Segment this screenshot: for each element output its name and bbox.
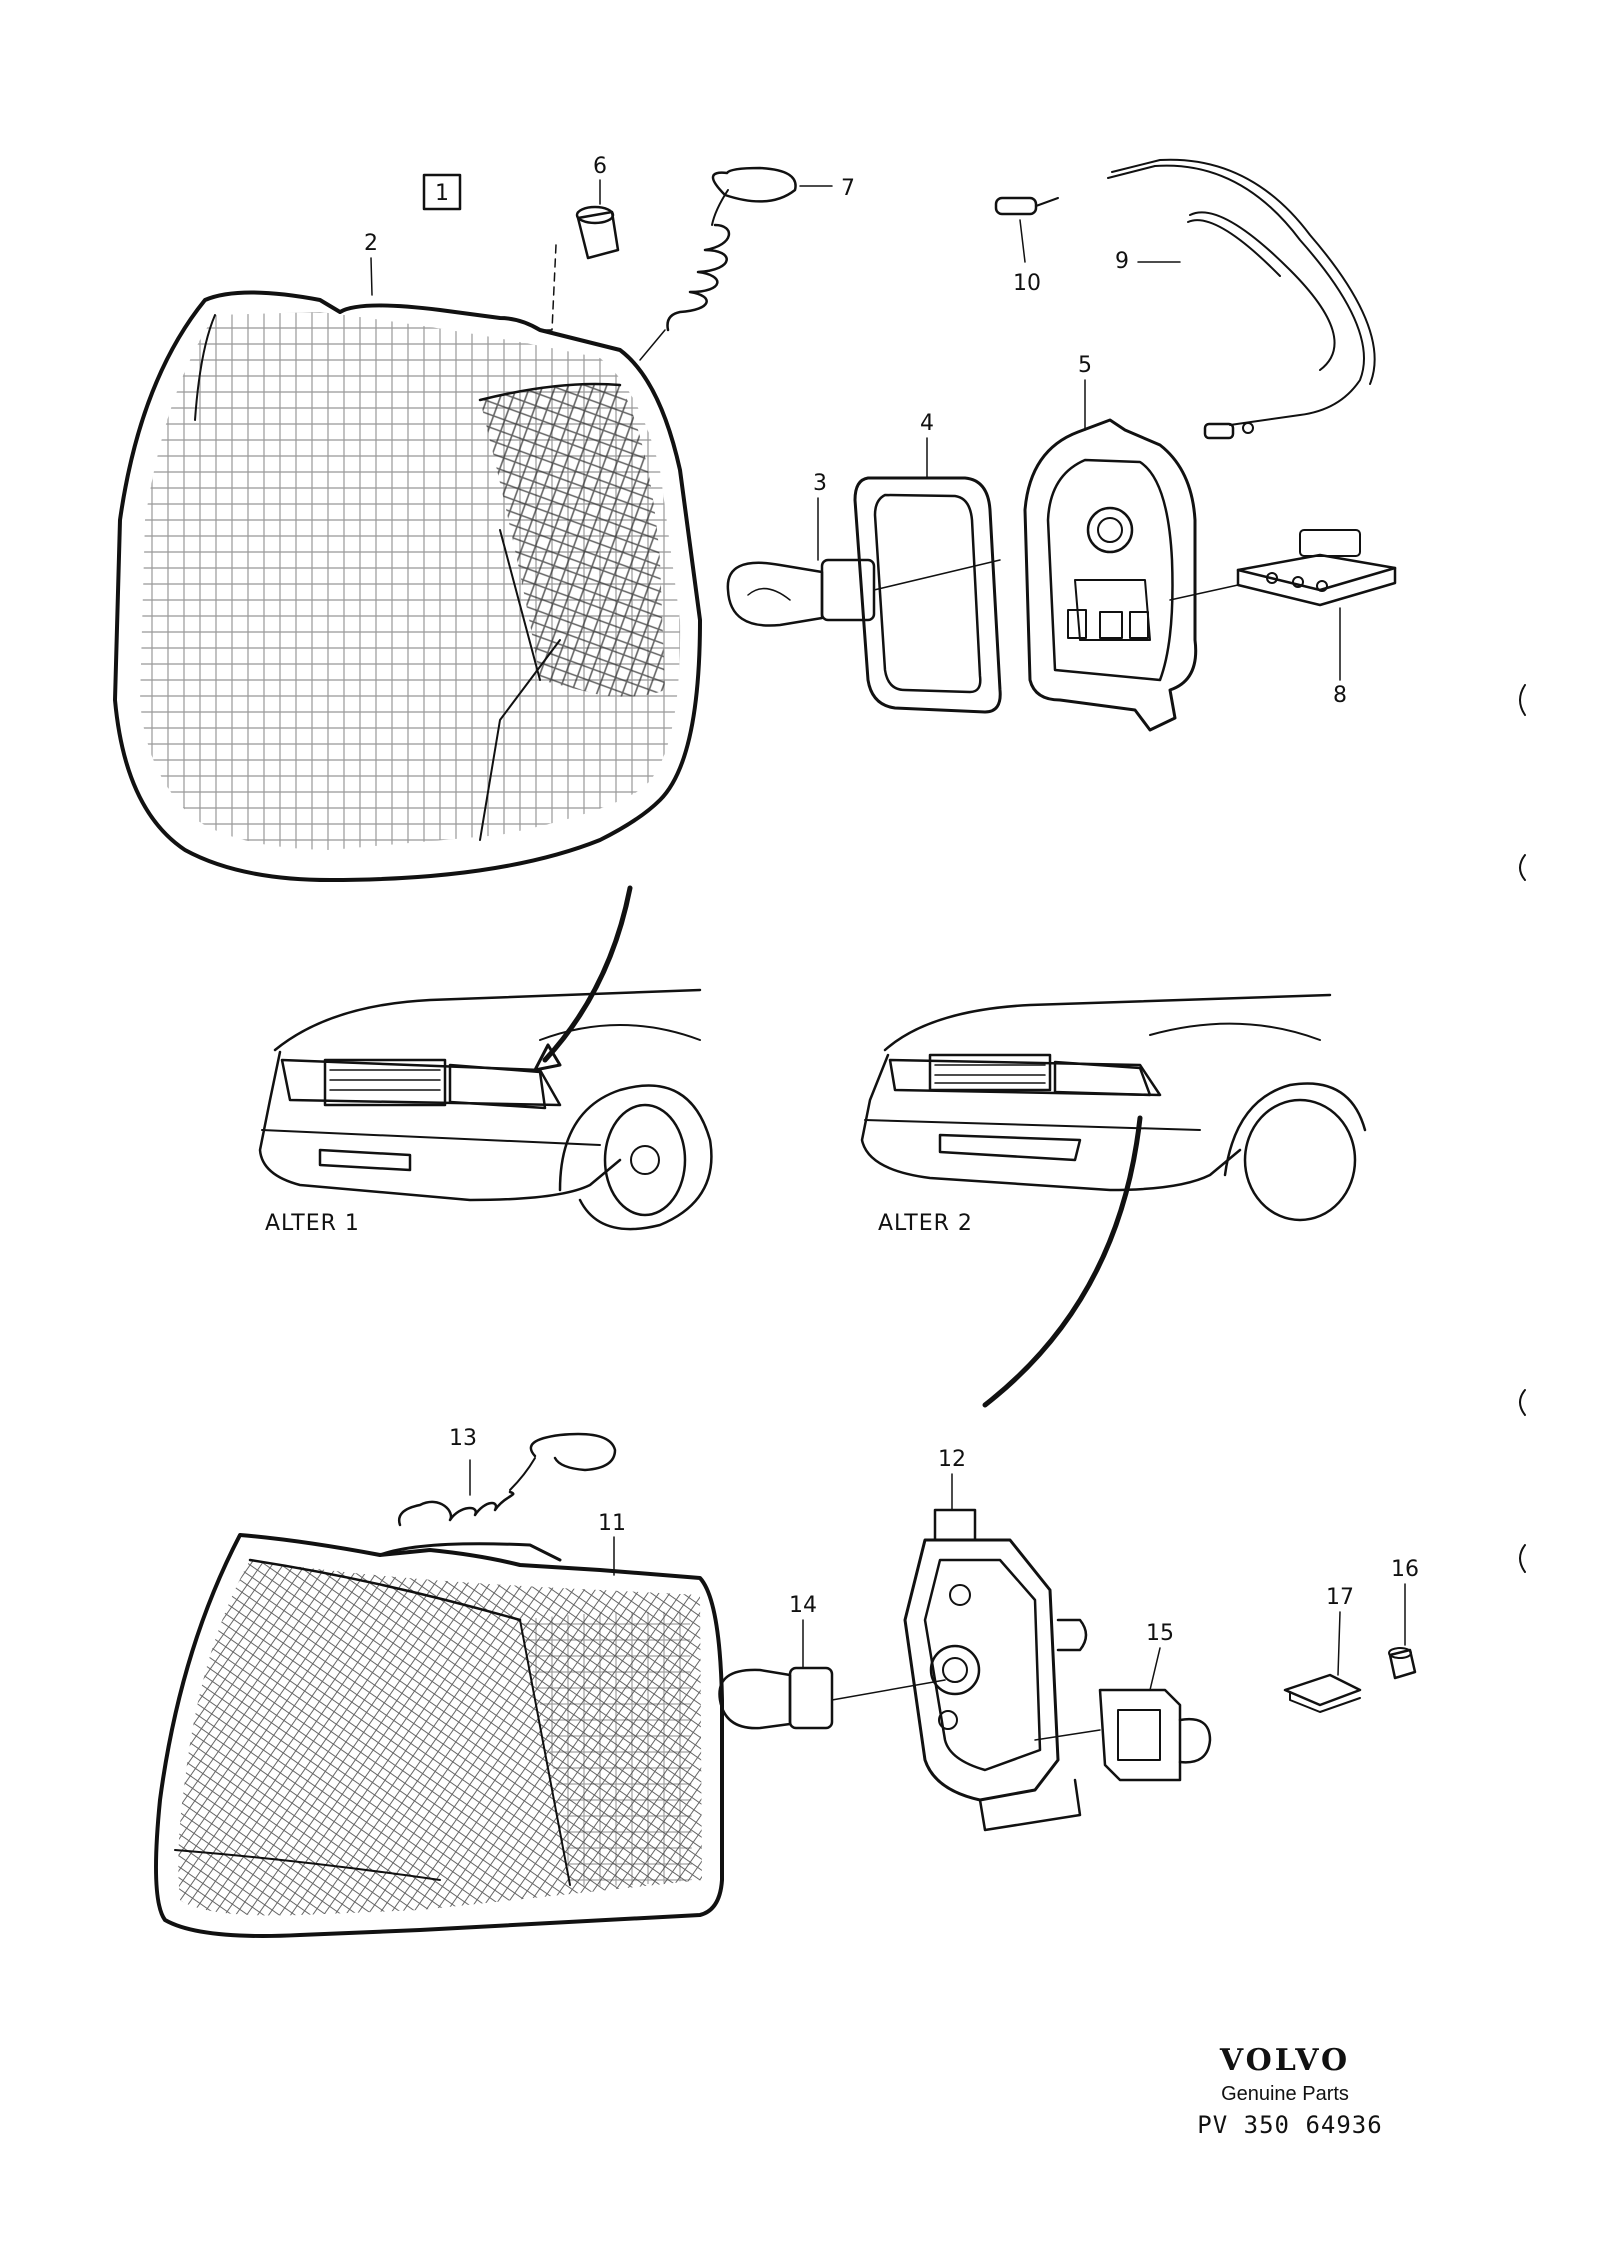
arrow-head-1 [533,1043,562,1072]
part-15-connector [1098,1688,1212,1782]
callout-14: 14 [789,1593,817,1618]
leader-17 [1337,1611,1341,1676]
callout-7: 7 [841,176,855,201]
arrow-car2-to-lamp [982,1115,1143,1408]
brand-tagline: Genuine Parts [1221,2083,1349,2105]
part-5-holder [1023,418,1239,732]
drawing-code: PV 350 64936 [1197,2111,1382,2139]
leader-15 [1149,1647,1161,1691]
part-12-holder [903,1508,1101,1832]
margin-mark [1519,1389,1526,1416]
callout-16: 16 [1391,1557,1419,1582]
margin-mark [1519,684,1526,716]
callout-15: 15 [1146,1621,1174,1646]
callout-8: 8 [1333,683,1347,708]
corner-lamp-alter1 [113,290,702,882]
part-16-sleeve [1388,1647,1417,1680]
arrow-lamp-to-car1 [542,885,633,1063]
callout-9: 9 [1115,249,1129,274]
volvo-logo: VOLVO [1219,2043,1350,2078]
part-9-wire [1107,158,1376,440]
margin-mark [1519,1544,1526,1573]
callout-5: 5 [1078,353,1092,378]
part-3-bulb [726,558,1001,627]
callout-12: 12 [938,1447,966,1472]
part-17-terminal [1283,1673,1362,1713]
part-13-spring [397,1432,617,1527]
callout-2: 2 [364,231,378,256]
corner-lamp-alter2 [154,1533,724,1938]
margin-mark [1519,854,1526,881]
volvo-branding: VOLVO Genuine Parts PV 350 64936 [1197,2043,1382,2139]
part-7-spring [639,166,797,361]
callout-17: 17 [1326,1585,1354,1610]
part-4-gasket [853,476,1002,714]
car-alter2 [860,993,1367,1222]
callout-13: 13 [449,1426,477,1451]
leader-2 [370,257,373,296]
callout-6: 6 [593,154,607,179]
car-alter1 [258,988,713,1231]
group-1-box: 1 [422,173,462,211]
callout-4: 4 [920,411,934,436]
group-1-label: 1 [435,181,449,206]
leader-10 [1019,219,1026,263]
callout-10: 10 [1013,271,1041,296]
part-14-bulb [718,1666,946,1730]
variant-label-alter1: ALTER 1 [265,1211,360,1236]
part-6-bushing [539,205,620,331]
variant-label-alter2: ALTER 2 [878,1211,973,1236]
callout-11: 11 [598,1511,626,1536]
part-8-connector [1236,529,1397,607]
part-10-terminal [994,196,1059,216]
callout-3: 3 [813,471,827,496]
